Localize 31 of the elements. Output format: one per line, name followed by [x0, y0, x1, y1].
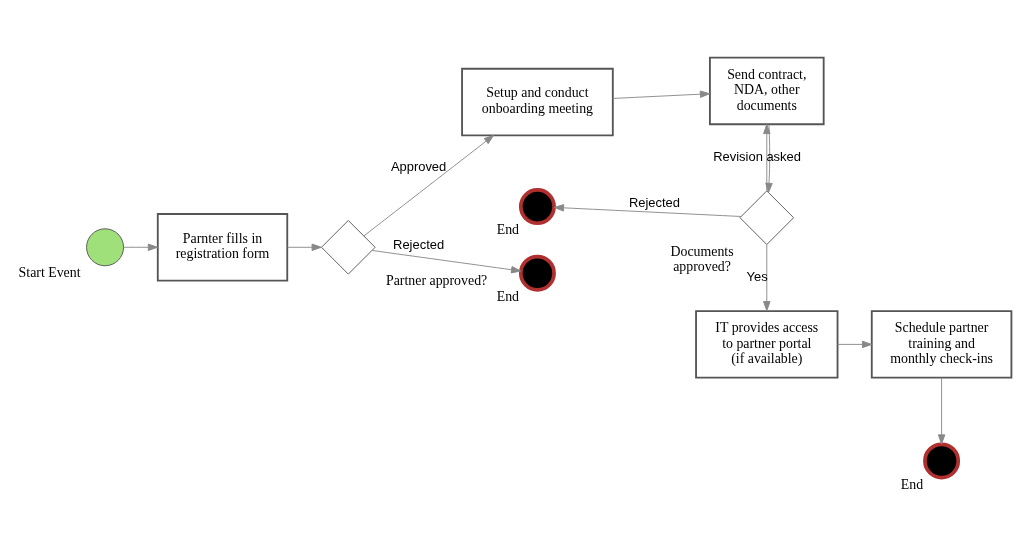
arrow	[763, 244, 771, 312]
arrow	[363, 134, 494, 237]
arrow	[837, 340, 873, 349]
node-label: Start Event	[18, 264, 81, 280]
node-label: End	[496, 222, 519, 238]
node-box: IT provides access to partner portal (if available)	[695, 310, 839, 379]
node-box: Parnter fills in registration form	[156, 213, 289, 282]
node-circle	[923, 442, 961, 480]
arrow	[612, 90, 711, 99]
arrow	[553, 204, 742, 217]
node-diamond	[321, 220, 376, 275]
edge-label: Rejected	[628, 194, 680, 210]
node-circle	[518, 254, 556, 292]
node-label: Documents approved?	[670, 243, 734, 275]
arrow	[287, 243, 322, 251]
node-diamond	[739, 190, 795, 245]
arrow	[123, 243, 158, 251]
arrow	[937, 377, 946, 445]
node-label: Partner approved?	[386, 273, 488, 289]
node-label: End	[496, 288, 519, 304]
edge-label: Approved	[390, 158, 447, 174]
node-box: Setup and conduct onboarding meeting	[461, 67, 614, 137]
node-circle	[86, 228, 125, 267]
arrow	[371, 250, 522, 274]
edge-label: Revision asked	[713, 149, 801, 164]
edge-label: Rejected	[393, 237, 445, 253]
node-box: Send contract, NDA, other documents	[709, 56, 825, 126]
edge-label: Yes	[746, 269, 768, 285]
node-circle	[518, 188, 556, 226]
node-label: End	[900, 476, 924, 492]
node-box: Schedule partner training and monthly check-ins	[870, 310, 1013, 379]
